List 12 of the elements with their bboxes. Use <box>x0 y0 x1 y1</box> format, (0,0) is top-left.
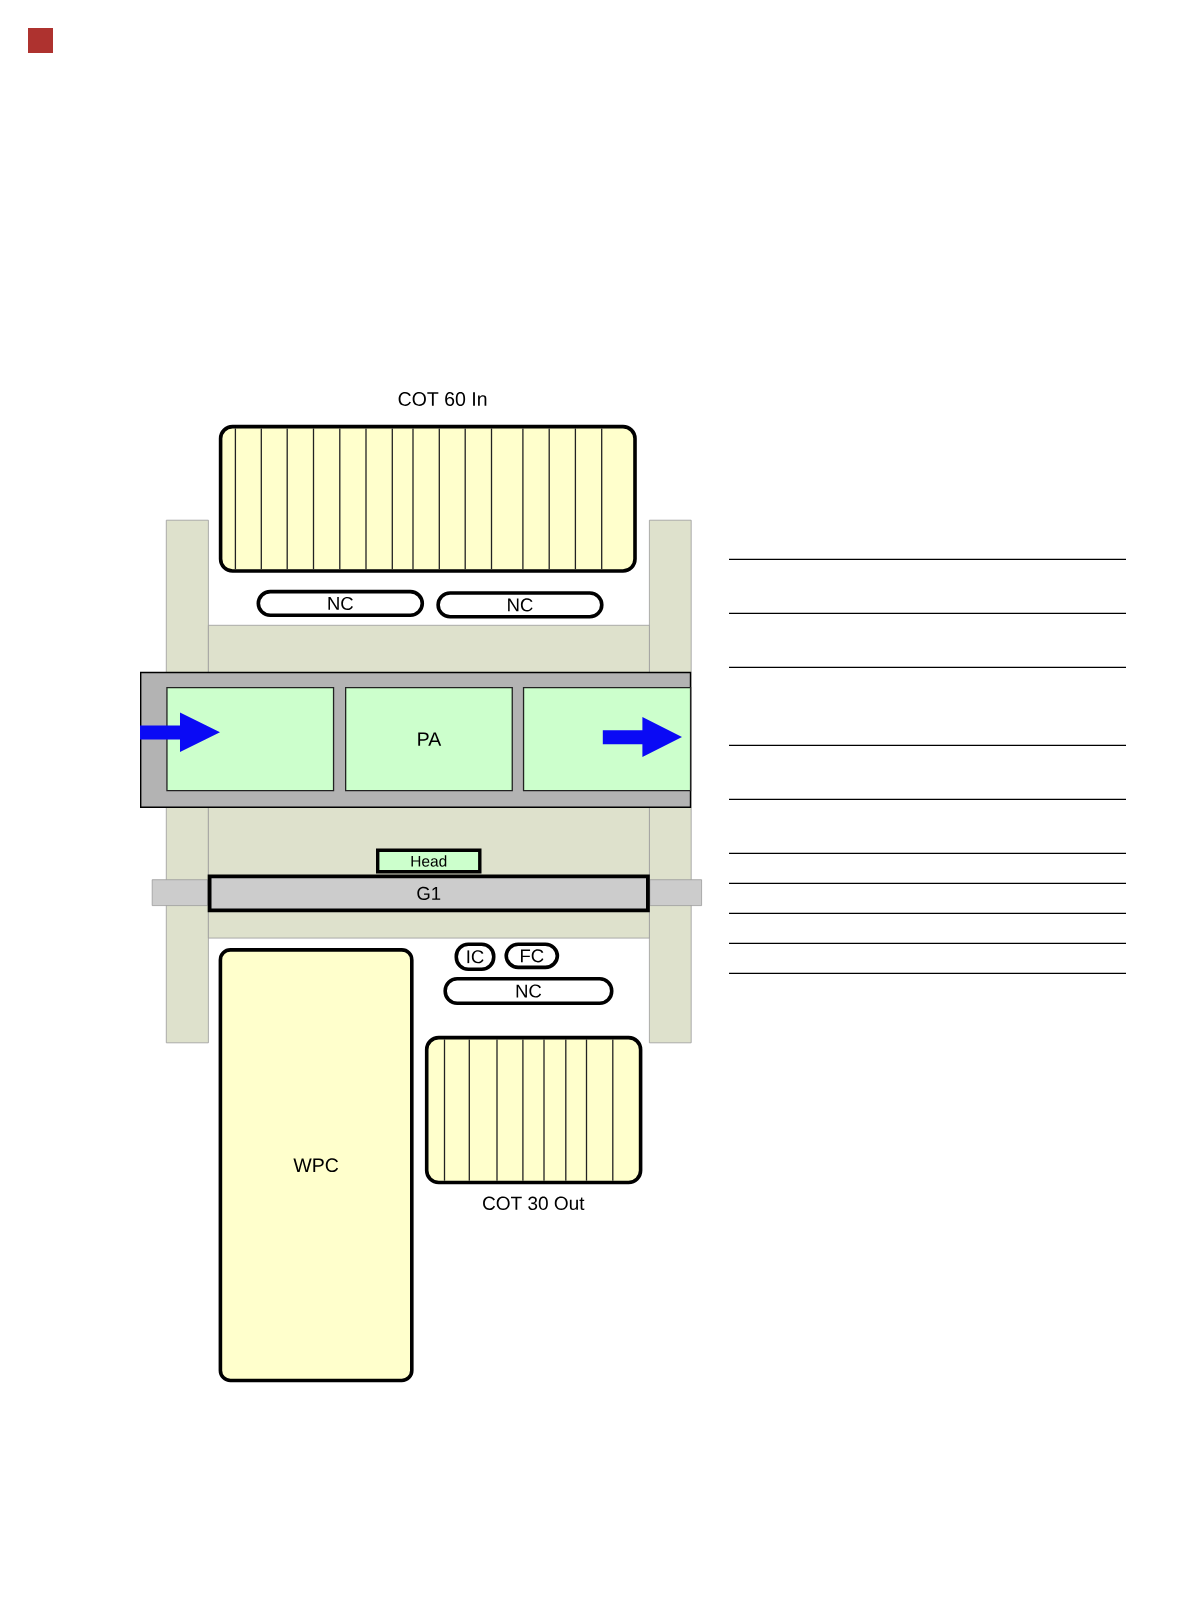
tray-label: COT 60 In <box>398 392 487 406</box>
pill-box: NC <box>443 977 614 1005</box>
pill-box: NC <box>436 591 604 619</box>
station-box <box>522 687 692 792</box>
pill-box: NC <box>256 589 425 618</box>
head-box: Head <box>376 848 482 874</box>
station-box: PA <box>345 687 513 792</box>
tray-box: WPC <box>218 948 414 1383</box>
station-box <box>166 687 335 792</box>
pill-box: IC <box>454 942 496 971</box>
pill-box: FC <box>504 942 560 970</box>
tray-label: COT 30 Out <box>483 1196 585 1211</box>
